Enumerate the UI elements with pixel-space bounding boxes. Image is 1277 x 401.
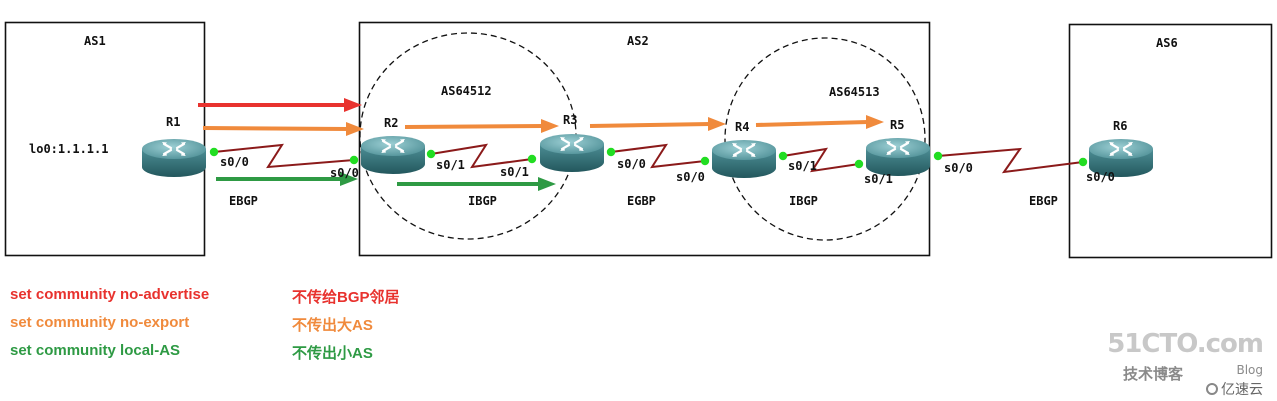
- as64513-label: AS64513: [829, 85, 880, 99]
- legend-meaning: 不传给BGP邻居: [292, 289, 400, 306]
- router-r1-label: R1: [166, 115, 180, 129]
- port-r4-s01: [778, 151, 788, 161]
- as6-box: [1068, 23, 1273, 259]
- router-r3-label: R3: [563, 113, 577, 127]
- watermark-blog-cn: 技术博客: [1123, 365, 1184, 383]
- as2-label: AS2: [627, 34, 649, 48]
- r2-s00-label: s0/0: [330, 166, 359, 180]
- legend-command: set community no-export: [10, 314, 190, 331]
- router-r1[interactable]: [141, 139, 207, 179]
- watermark-brand-text: 亿速云: [1221, 382, 1263, 398]
- ebgp-left-label: EBGP: [229, 194, 258, 208]
- port-r1-s00: [209, 147, 219, 157]
- serial-link-r1-r2: [213, 143, 355, 169]
- r2-s01-label: s0/1: [436, 158, 465, 172]
- watermark-site: 51CTO.com: [1107, 329, 1264, 359]
- legend-meaning: 不传出小AS: [292, 345, 373, 362]
- as64513-circle: [724, 37, 926, 241]
- as64512-circle: [359, 32, 577, 240]
- port-r5-s00: [933, 151, 943, 161]
- legend-meaning: 不传出大AS: [292, 317, 373, 334]
- watermark-blog: Blog: [1236, 363, 1263, 377]
- router-r4[interactable]: [711, 140, 777, 180]
- local-as-arrow-r1-r2: [216, 172, 358, 186]
- port-r2-s01: [426, 149, 436, 159]
- r4-s00-label: s0/0: [676, 170, 705, 184]
- local-as-arrow-r2-r3: [397, 177, 556, 191]
- no-export-arrow-r4-r5: [755, 115, 884, 129]
- as1-box: [4, 21, 206, 257]
- router-r2-label: R2: [384, 116, 398, 130]
- port-r2-s00: [349, 155, 359, 165]
- no-export-arrow-r1-r2: [202, 122, 364, 136]
- r3-s00-label: s0/0: [617, 157, 646, 171]
- as2-box: [358, 21, 931, 257]
- router-r5-label: R5: [890, 118, 904, 132]
- watermark-brand: 亿速云: [1206, 379, 1263, 399]
- legend-no-advertise: set community no-advertise 不传给BGP邻居: [10, 286, 400, 306]
- ibgp-left-label: IBGP: [468, 194, 497, 208]
- r1-s00-label: s0/0: [220, 155, 249, 169]
- r5-s00-label: s0/0: [944, 161, 973, 175]
- as64512-label: AS64512: [441, 84, 492, 98]
- port-r3-s00: [606, 147, 616, 157]
- port-r5-s01: [854, 159, 864, 169]
- legend-command: set community no-advertise: [10, 286, 210, 303]
- port-r3-s01: [527, 154, 537, 164]
- ebgp-right-label: EBGP: [1029, 194, 1058, 208]
- as1-label: AS1: [84, 34, 106, 48]
- serial-link-r3-r4: [610, 143, 706, 169]
- legend-no-export: set community no-export 不传出大AS: [10, 314, 373, 334]
- port-r4-s00: [700, 156, 710, 166]
- router-r6-label: R6: [1113, 119, 1127, 133]
- no-export-arrow-r3-r4: [589, 117, 726, 131]
- r1-loopback-label: lo0:1.1.1.1: [29, 142, 108, 156]
- egbp-middle-label: EGBP: [627, 194, 656, 208]
- r6-s00-label: s0/0: [1086, 170, 1115, 184]
- legend-command: set community local-AS: [10, 342, 181, 359]
- brand-logo-icon: [1206, 383, 1218, 395]
- as6-label: AS6: [1156, 36, 1178, 50]
- serial-link-r5-r6: [937, 147, 1084, 174]
- router-r2[interactable]: [360, 136, 426, 176]
- r3-s01-label: s0/1: [500, 165, 529, 179]
- port-r6-s00: [1078, 157, 1088, 167]
- watermark: 51CTO.com 技术博客 Blog 亿速云: [1107, 329, 1264, 399]
- no-export-arrow-r2-r3: [404, 119, 559, 133]
- no-advertise-arrow: [198, 98, 362, 112]
- router-r5[interactable]: [865, 138, 931, 178]
- serial-link-r2-r3: [430, 143, 533, 169]
- ibgp-right-label: IBGP: [789, 194, 818, 208]
- legend-local-as: set community local-AS 不传出小AS: [10, 342, 373, 362]
- r5-s01-label: s0/1: [864, 172, 893, 186]
- serial-link-r4-r5: [782, 147, 860, 173]
- router-r3[interactable]: [539, 134, 605, 174]
- r4-s01-label: s0/1: [788, 159, 817, 173]
- router-r4-label: R4: [735, 120, 749, 134]
